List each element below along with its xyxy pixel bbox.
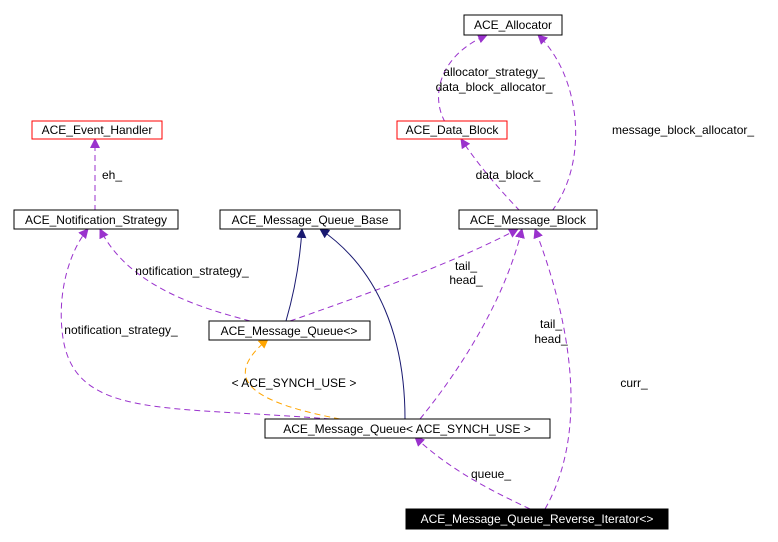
label-synch-use: < ACE_SYNCH_USE > bbox=[232, 376, 357, 390]
edge-mq-synch-to-mq-base bbox=[319, 228, 406, 420]
edge-mq-tmpl-to-mq-base bbox=[285, 228, 307, 322]
label-notification-strategy-lower: notification_strategy_ bbox=[64, 323, 178, 337]
node-ace-message-block-label: ACE_Message_Block bbox=[470, 213, 587, 227]
node-ace-message-queue-base[interactable]: ACE_Message_Queue_Base bbox=[219, 209, 401, 230]
label-notification-strategy-upper: notification_strategy_ bbox=[135, 264, 249, 278]
node-ace-event-handler-label: ACE_Event_Handler bbox=[42, 123, 153, 137]
label-queue: queue_ bbox=[471, 467, 511, 481]
node-ace-allocator-label: ACE_Allocator bbox=[474, 18, 552, 32]
node-ace-notification-strategy[interactable]: ACE_Notification_Strategy bbox=[13, 209, 179, 230]
node-ace-message-queue-reverse-iterator[interactable]: ACE_Message_Queue_Reverse_Iterator<> bbox=[405, 508, 669, 530]
label-head-lower: head_ bbox=[534, 332, 568, 346]
edge-mq-synch-to-mq-tmpl bbox=[244, 338, 341, 420]
label-head-upper: head_ bbox=[449, 273, 483, 287]
node-ace-notification-strategy-label: ACE_Notification_Strategy bbox=[25, 213, 167, 227]
edge-iterator-to-mq-synch bbox=[414, 436, 531, 510]
edge-message-block-to-data-block bbox=[460, 138, 521, 212]
edge-data-block-to-allocator bbox=[438, 33, 488, 123]
node-ace-data-block[interactable]: ACE_Data_Block bbox=[396, 120, 508, 140]
label-tail-upper: tail_ bbox=[455, 259, 477, 273]
edge-message-block-to-allocator bbox=[537, 34, 577, 212]
label-eh: eh_ bbox=[102, 168, 122, 182]
label-data-block-allocator: data_block_allocator_ bbox=[436, 80, 553, 94]
node-ace-message-queue-base-label: ACE_Message_Queue_Base bbox=[232, 213, 389, 227]
edge-mq-tmpl-to-notification-strategy bbox=[99, 228, 251, 322]
node-ace-message-queue-template-label: ACE_Message_Queue<> bbox=[221, 324, 358, 338]
edge-mq-tmpl-to-message-block bbox=[289, 228, 519, 322]
label-curr: curr_ bbox=[620, 376, 648, 390]
node-ace-event-handler[interactable]: ACE_Event_Handler bbox=[31, 120, 163, 140]
edge-iterator-to-message-block bbox=[533, 228, 572, 510]
node-ace-message-queue-synch-label: ACE_Message_Queue< ACE_SYNCH_USE > bbox=[283, 422, 530, 436]
node-ace-message-queue-template[interactable]: ACE_Message_Queue<> bbox=[208, 320, 371, 341]
edge-mq-synch-to-notification-strategy bbox=[60, 228, 331, 420]
label-data-block: data_block_ bbox=[476, 168, 541, 182]
node-ace-message-block[interactable]: ACE_Message_Block bbox=[458, 209, 598, 230]
node-ace-data-block-label: ACE_Data_Block bbox=[406, 123, 500, 137]
edge-mq-synch-to-message-block bbox=[419, 228, 525, 420]
label-tail-lower: tail_ bbox=[540, 317, 562, 331]
node-ace-message-queue-synch[interactable]: ACE_Message_Queue< ACE_SYNCH_USE > bbox=[264, 418, 551, 439]
label-message-block-allocator: message_block_allocator_ bbox=[612, 123, 754, 137]
node-ace-allocator[interactable]: ACE_Allocator bbox=[463, 14, 563, 36]
node-ace-message-queue-reverse-iterator-label: ACE_Message_Queue_Reverse_Iterator<> bbox=[421, 512, 654, 526]
label-allocator-strategy: allocator_strategy_ bbox=[443, 65, 545, 79]
